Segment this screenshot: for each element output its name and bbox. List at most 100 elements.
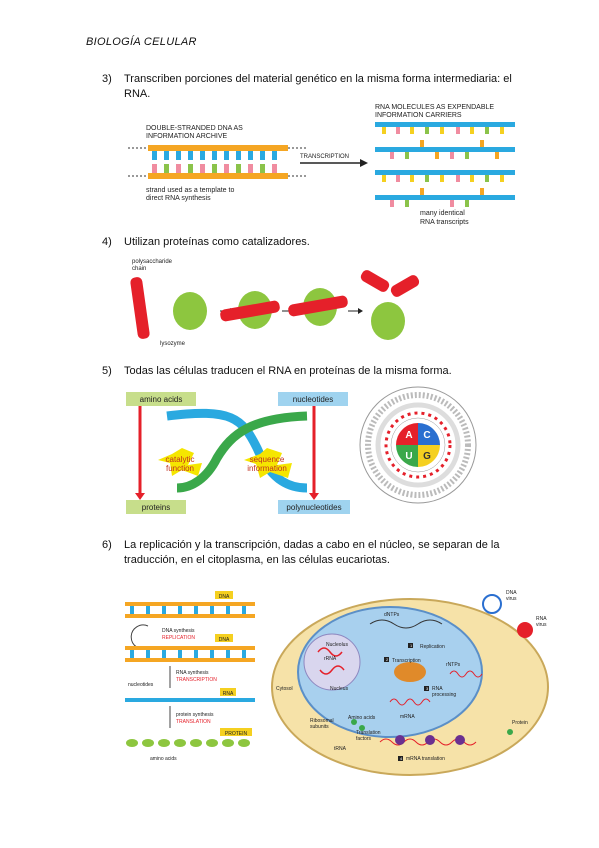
- protein-label: Protein: [512, 720, 528, 726]
- fig1-left-caption-line1: strand used as a template to: [146, 187, 234, 194]
- proteins-label: proteins: [142, 503, 170, 512]
- lysozyme-enzyme: [173, 292, 207, 330]
- proteins-box: [126, 500, 186, 514]
- amino-acids-label: Amino acids: [348, 715, 376, 721]
- mrna-label: mRNA: [400, 714, 415, 720]
- lysozyme-figure: polysaccharide chain lysozyme: [130, 259, 420, 347]
- translation-label: TRANSLATION: [176, 719, 211, 725]
- dna-virus-icon: [482, 594, 502, 614]
- amino-acids-label: amino acids: [140, 395, 183, 404]
- protein-synthesis-label: protein synthesis: [176, 712, 214, 718]
- item-text-line2: RNA.: [124, 88, 151, 100]
- polysaccharide-label-line1: polysaccharide: [132, 259, 173, 265]
- ribosomal-label-line2: subunits: [310, 724, 329, 730]
- nucleolus-label: Nucleolus: [326, 642, 348, 648]
- translation-factors-line1: Translation: [356, 730, 381, 736]
- amino-acids-box: [126, 392, 196, 406]
- fig1-right-caption-line2: RNA transcripts: [420, 219, 469, 226]
- protein-label: PROTEIN: [225, 731, 248, 737]
- item-text-line1: Todas las células traducen el RNA en pro…: [124, 365, 452, 377]
- amino-acids-label: amino acids: [150, 756, 177, 762]
- flow-diagram: amino acids nucleotides catalytic functi…: [126, 392, 350, 514]
- rna-virus-label-line2: virus: [536, 622, 547, 628]
- transcription-label: Transcription: [392, 658, 421, 664]
- fig1-right-title-line2: INFORMATION CARRIERS: [375, 112, 462, 119]
- cytosol-label: Cytosol: [276, 686, 293, 692]
- rntps-label: rNTPs: [446, 662, 461, 668]
- item-text-line1: Transcriben porciones del material genét…: [124, 73, 512, 85]
- dna-label-top: DNA: [219, 594, 230, 600]
- item-5: 5) Todas las células traducen el RNA en …: [102, 364, 524, 379]
- fig1-left-caption-line2: direct RNA synthesis: [146, 195, 211, 202]
- wheel-base-g: G: [423, 451, 431, 462]
- transcription-label: TRANSCRIPTION: [176, 677, 217, 683]
- translation-factors-line2: factors: [356, 736, 372, 742]
- item-6: 6) La replicación y la transcripción, da…: [102, 538, 526, 568]
- dna-transcription-figure: DOUBLE-STRANDED DNA AS INFORMATION ARCHI…: [128, 104, 515, 226]
- dna-synthesis-label: DNA synthesis: [162, 628, 195, 634]
- replication-label: Replication: [420, 644, 445, 650]
- item-4: 4) Utilizan proteínas como catalizadores…: [102, 235, 524, 250]
- fig1-left-title-line2: INFORMATION ARCHIVE: [146, 133, 227, 140]
- trna-label: tRNA: [334, 746, 347, 752]
- polysaccharide-chain: [130, 277, 150, 339]
- dna-double-strand: [128, 145, 306, 179]
- nucleus-label: Nucleus: [330, 686, 349, 692]
- transcription-arrow-label: TRANSCRIPTION: [300, 154, 349, 160]
- central-dogma-figure: DNA DNA synthesis REPLICATION DNA nucleo…: [125, 591, 255, 762]
- rna-virus-label-line1: RNA: [536, 616, 547, 622]
- sequence-starburst: [244, 448, 292, 478]
- rna-synthesis-label: RNA synthesis: [176, 670, 209, 676]
- catalytic-label-line1: catalytic: [166, 455, 195, 464]
- rrna-label: rRNA: [324, 656, 337, 662]
- item-3: 3) Transcriben porciones del material ge…: [102, 72, 524, 102]
- nucleotides-box: [278, 392, 348, 406]
- lysozyme-label: lysozyme: [160, 341, 186, 347]
- polynucleotides-label: polynucleotides: [286, 503, 341, 512]
- sequence-label-line2: information: [247, 464, 287, 473]
- rna-label: RNA: [223, 691, 234, 697]
- wheel-base-c: C: [423, 430, 430, 441]
- item-number: 3): [102, 73, 112, 85]
- dna-label-middle: DNA: [219, 637, 230, 643]
- rna-polymerase: [394, 662, 426, 682]
- ribosomal-label-line1: Ribosomal: [310, 718, 334, 724]
- item-text-line1: Utilizan proteínas como catalizadores.: [124, 236, 310, 248]
- nucleolus-body: [303, 633, 361, 691]
- rna-processing-label-line2: processing: [432, 692, 456, 698]
- arrow-down-icon: [135, 493, 145, 500]
- nucleotides-label: nucleotides: [293, 395, 333, 404]
- polysaccharide-label-line2: chain: [132, 266, 146, 272]
- item-number: 6): [102, 539, 112, 551]
- mrna-translation-label: mRNA translation: [406, 756, 445, 762]
- item-number: 5): [102, 365, 112, 377]
- dna-virus-label-line1: DNA: [506, 590, 517, 596]
- step-3-marker: 3: [426, 686, 429, 691]
- fig1-left-title-line1: DOUBLE-STRANDED DNA AS: [146, 125, 243, 132]
- sequence-label-line1: sequence: [250, 455, 285, 464]
- fig1-right-title-line1: RNA MOLECULES AS EXPENDABLE: [375, 104, 494, 111]
- fig1-right-caption-line1: many identical: [420, 210, 465, 217]
- polynucleotides-box: [278, 500, 350, 514]
- wheel-base-u: U: [405, 451, 412, 462]
- replication-label: REPLICATION: [162, 635, 195, 641]
- arrow-head-icon: [360, 159, 368, 167]
- catalytic-starburst: [158, 448, 202, 476]
- item-text-line1: La replicación y la transcripción, dadas…: [124, 539, 500, 551]
- dna-virus-label-line2: virus: [506, 596, 517, 602]
- rna-transcripts: [375, 122, 515, 207]
- rna-processing-label-line1: RNA: [432, 686, 443, 692]
- catalytic-label-line2: function: [166, 464, 194, 473]
- step-4-marker: 4: [400, 756, 403, 761]
- nucleotides-label: nucleotides: [128, 682, 154, 688]
- step-1-marker: 1: [410, 643, 413, 648]
- arrow-down-icon: [309, 493, 319, 500]
- eukaryotic-cell-figure: DNA virus RNA virus dNTPs 1 Replication …: [271, 590, 549, 776]
- wheel-base-a: A: [405, 430, 412, 441]
- rna-virus-icon: [517, 622, 533, 638]
- item-text-line2: traducción, en el citoplasma, en las cél…: [124, 554, 390, 566]
- dntps-label: dNTPs: [384, 612, 400, 618]
- genetic-code-wheel: A C U G: [359, 386, 477, 504]
- step-2-marker: 2: [386, 657, 389, 662]
- item-number: 4): [102, 236, 112, 248]
